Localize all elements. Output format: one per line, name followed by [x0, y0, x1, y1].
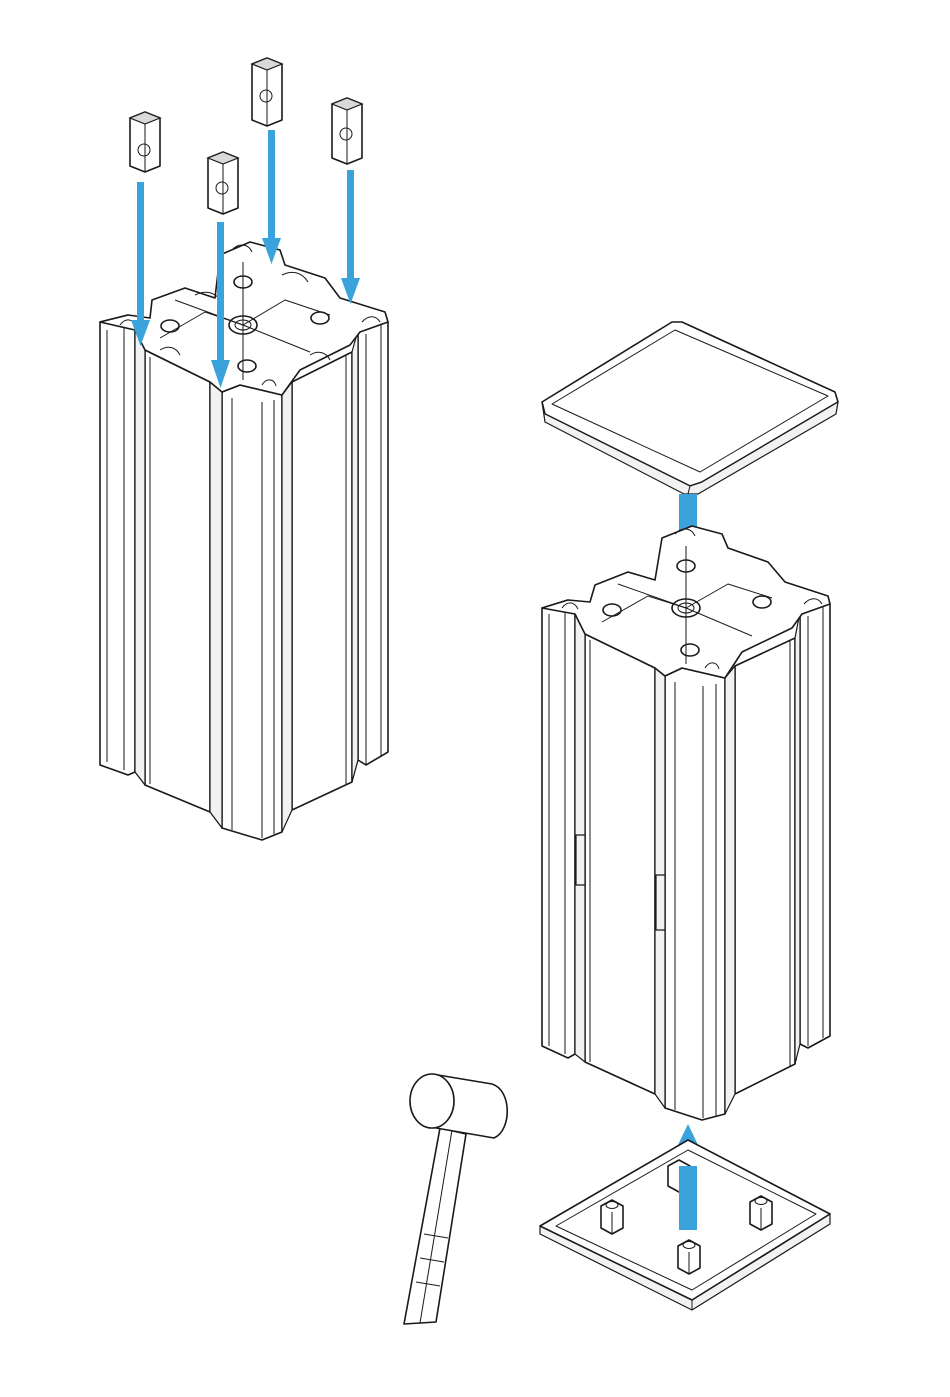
t-slot-nut-2 — [252, 58, 282, 126]
insert-arrow-1 — [131, 182, 150, 346]
profile-front-right-face — [735, 638, 795, 1094]
profile-right-flange — [800, 600, 830, 1048]
profile-front-corner — [222, 385, 282, 840]
base-peg-left — [601, 1200, 623, 1234]
profile-left-flange — [542, 600, 575, 1058]
profile-front-right-face — [292, 352, 352, 810]
base-peg-right — [750, 1196, 772, 1230]
profile-left-flange — [100, 315, 135, 775]
profile-front-left-face — [145, 350, 210, 812]
t-slot-nut-4 — [332, 98, 362, 164]
mallet-icon — [404, 1074, 507, 1324]
base-press-arrow-overlay — [679, 1166, 697, 1230]
insert-arrow-4 — [341, 170, 360, 304]
t-slot-nut-3 — [208, 152, 238, 214]
t-slot-nut-1 — [130, 112, 160, 172]
insert-arrow-2 — [262, 130, 281, 264]
profile-front-left-face — [585, 634, 655, 1094]
base-peg-front — [678, 1240, 700, 1274]
step2-profile — [542, 526, 830, 1120]
end-cap — [542, 322, 838, 494]
profile-right-flange — [358, 318, 388, 765]
